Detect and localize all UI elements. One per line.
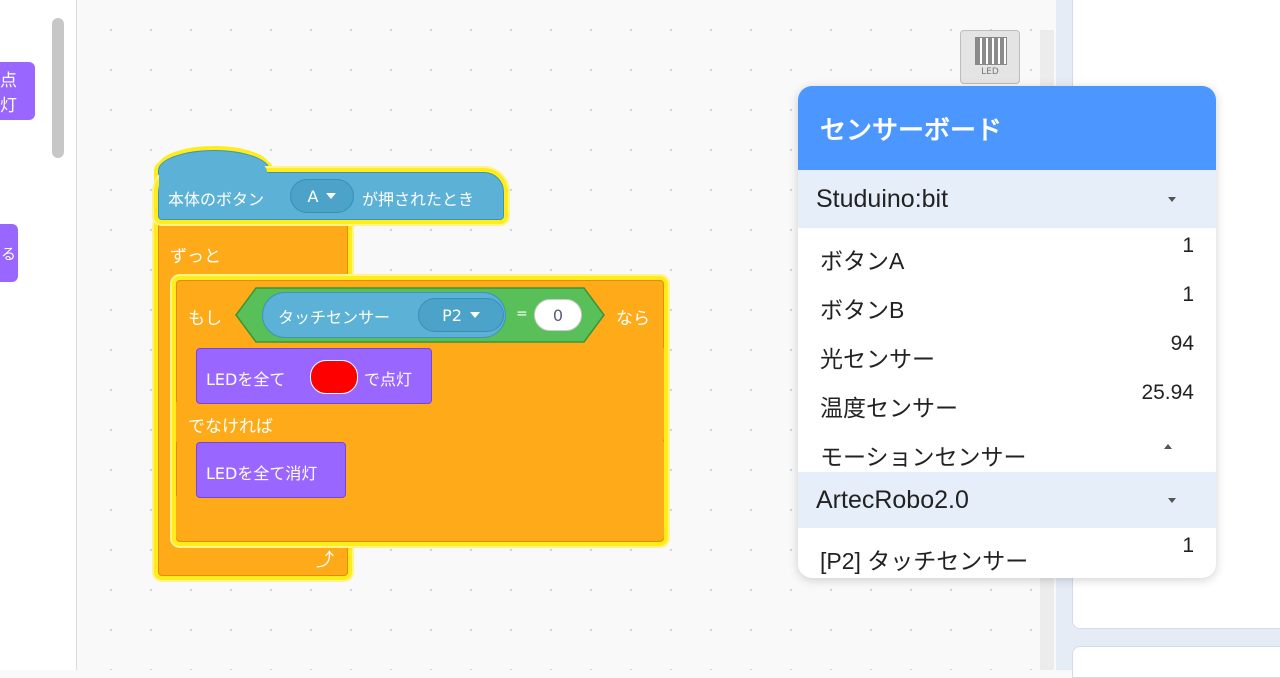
sensor-row-value: 94 (1170, 332, 1194, 355)
sensor-row-value: 1 (1182, 283, 1194, 306)
compare-value-input[interactable]: 0 (534, 299, 582, 331)
hat-block-cap-fill (159, 152, 267, 192)
led-matrix-icon[interactable]: LED (960, 30, 1020, 84)
sensor-row-label: 温度センサー (820, 395, 958, 421)
chevron-up-icon[interactable] (1164, 444, 1172, 449)
sensor-board-panel: センサーボード Studuino:bit ボタンA 1 ボタンB 1 光センサー… (798, 86, 1216, 578)
led-caption: LED (981, 67, 999, 77)
section-name: Studuino:bit (816, 184, 949, 213)
palette-block-led-on[interactable]: 点灯 (0, 62, 35, 120)
sensor-port-value: P2 (442, 305, 462, 325)
sensor-row-label: ボタンB (820, 297, 905, 323)
if-label: もし (188, 309, 222, 329)
led-on-prefix: LEDを全て (206, 370, 286, 389)
sensor-label: タッチセンサー (278, 308, 391, 327)
led-off-block[interactable] (196, 442, 346, 498)
sensor-board-title: センサーボード (798, 86, 1216, 170)
loop-arrow-icon: ⤴ (316, 550, 334, 571)
sensor-row-motion[interactable]: モーションセンサー (798, 424, 1216, 472)
sensor-row-label: [P2] タッチセンサー (820, 548, 1029, 574)
section-header-studuino[interactable]: Studuino:bit (798, 170, 1216, 228)
if-bottom-arm (176, 496, 664, 540)
sensor-row-p2-touch: [P2] タッチセンサー 1 (798, 528, 1216, 577)
compare-value: 0 (552, 305, 564, 325)
sensor-row-light: 光センサー 94 (798, 326, 1216, 375)
hat-suffix: が押されたとき (362, 190, 475, 209)
palette-scrollbar[interactable] (52, 18, 64, 158)
forever-label: ずっと (170, 247, 221, 267)
hat-button-dropdown[interactable]: A (290, 179, 354, 213)
else-label: でなければ (188, 417, 273, 437)
else-arm (176, 402, 664, 442)
led-color-picker[interactable] (310, 360, 358, 394)
led-on-suffix: で点灯 (364, 370, 413, 389)
block-palette: 点灯 る (0, 0, 77, 670)
chevron-down-icon (1168, 196, 1176, 202)
section-header-artecrobo[interactable]: ArtecRobo2.0 (798, 472, 1216, 528)
palette-block-purple[interactable]: る (0, 224, 18, 282)
led-off-label: LEDを全て消灯 (206, 464, 318, 483)
forever-top-arm (158, 222, 348, 278)
sensor-row-label: モーションセンサー (820, 444, 1027, 470)
sensor-row-value: 1 (1182, 534, 1194, 557)
sensor-row-button-a: ボタンA 1 (798, 228, 1216, 277)
hat-button-value: A (307, 186, 319, 206)
section-name: ArtecRobo2.0 (816, 485, 969, 514)
sensor-row-button-b: ボタンB 1 (798, 277, 1216, 326)
sensor-row-value: 25.94 (1141, 381, 1194, 404)
sensor-port-dropdown[interactable]: P2 (418, 298, 504, 332)
chevron-down-icon (326, 193, 337, 199)
then-label: なら (616, 309, 650, 329)
sprite-card (1072, 646, 1280, 678)
sensor-row-temperature: 温度センサー 25.94 (798, 375, 1216, 424)
led-grid-icon (975, 37, 1007, 65)
chevron-down-icon (1168, 497, 1176, 503)
chevron-down-icon (469, 312, 480, 318)
sensor-row-label: ボタンA (820, 248, 905, 274)
sensor-row-label: 光センサー (820, 346, 935, 372)
equals-sign: = (516, 306, 528, 322)
sensor-row-value: 1 (1182, 234, 1194, 257)
hat-prefix: 本体のボタン (168, 190, 265, 209)
